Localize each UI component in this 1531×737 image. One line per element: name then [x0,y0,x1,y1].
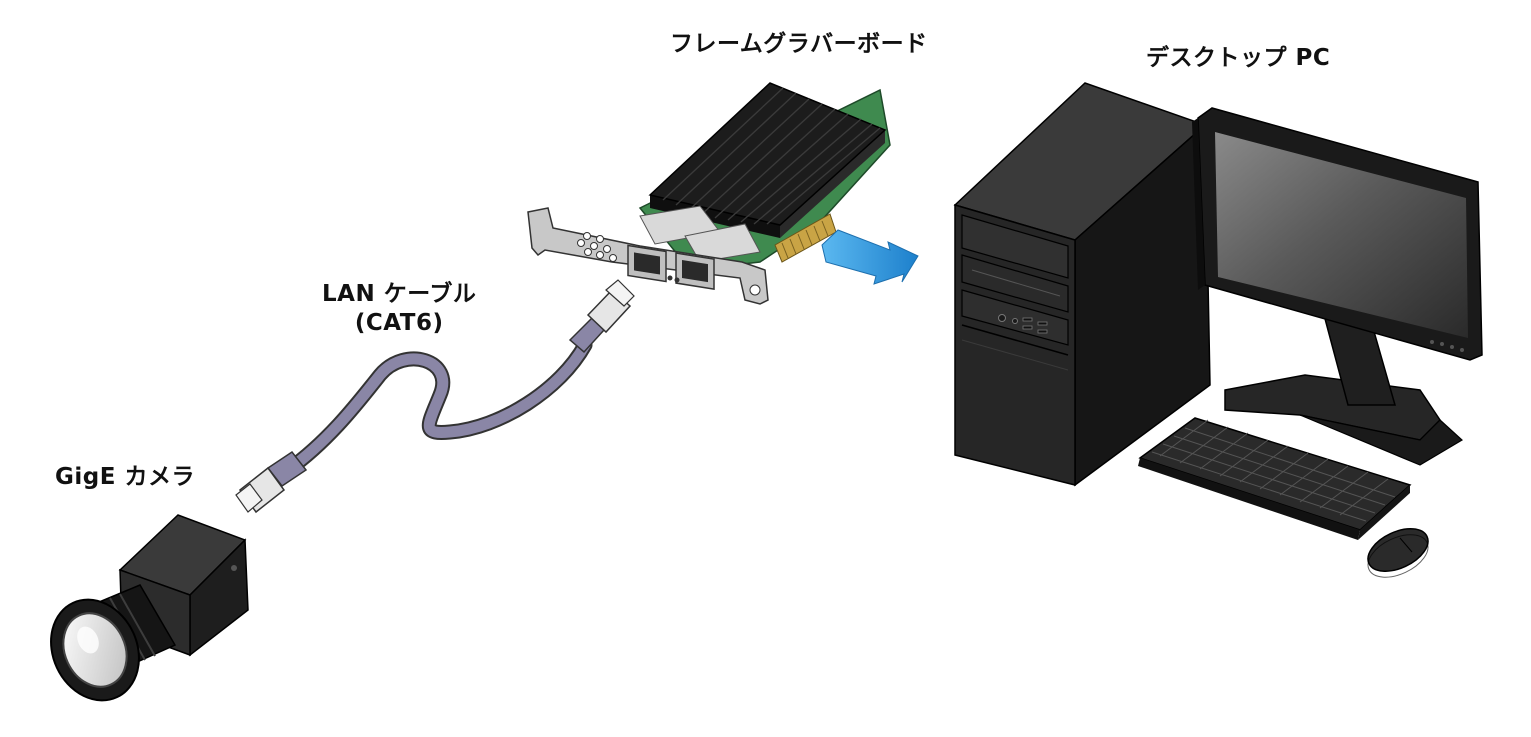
lan-cable-label-line2: (CAT6) [354,309,444,336]
keyboard [1138,417,1412,540]
mouse [1367,528,1429,578]
lan-cable-label: LAN ケーブル (CAT6) [322,280,476,338]
optical-drive [961,254,1069,313]
rj45-port-1 [627,244,667,283]
monitor-base [1224,374,1441,441]
monitor [1192,107,1483,466]
pc-tower [953,82,1211,487]
desktop-pc-label: デスクトップ PC [1146,45,1331,71]
gige-camera [50,514,249,702]
frame-grabber-label: フレームグラバーボード [670,31,928,57]
gige-camera-label: GigE カメラ [55,464,195,490]
insert-arrow [821,229,919,285]
lan-cable [235,279,635,514]
lan-cable-label-line1: LAN ケーブル [322,281,477,307]
drive-bay-1 [961,214,1069,279]
rj45-plug-top [568,279,635,354]
monitor-screen [1215,132,1468,338]
frame-grabber-board [527,82,891,305]
heatsink-side [650,195,780,238]
heatsink-front [780,130,885,238]
rj45-port-2 [675,252,715,290]
rj45-plug-bottom [235,450,308,514]
